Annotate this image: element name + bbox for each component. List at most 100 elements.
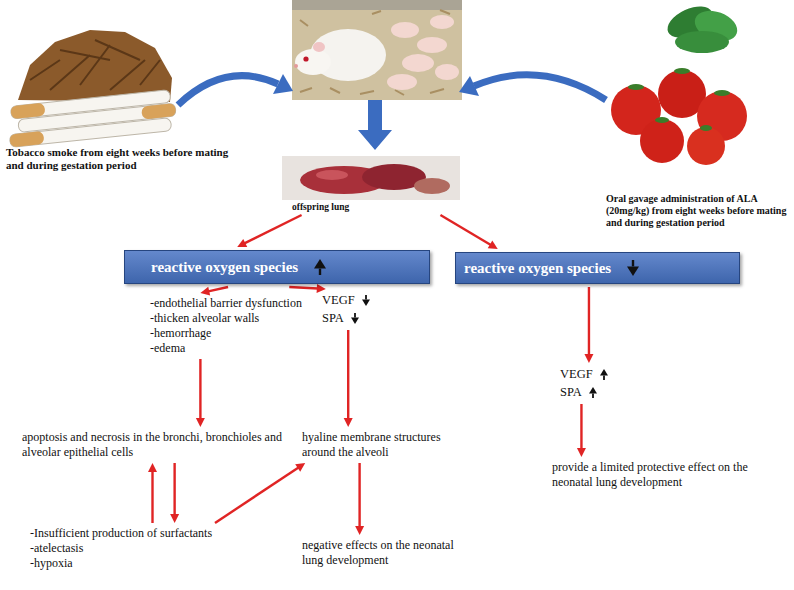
trend-arrow: [351, 312, 359, 325]
arrow-head: [196, 418, 205, 427]
arrow-shaft: [365, 295, 367, 300]
arrow-line: [151, 471, 153, 523]
stem: [700, 125, 712, 131]
arrow-head: [589, 387, 597, 393]
node-text: apoptosis and necrosis in the bronchi, b…: [22, 430, 297, 460]
trend-arrow: [362, 294, 370, 307]
trend-arrow: [589, 386, 597, 399]
node-text: -hemorrhage: [150, 326, 318, 341]
flow-arrow: [577, 404, 586, 457]
flow-arrow: [344, 330, 353, 427]
marker-list: VEGFSPA: [322, 292, 370, 327]
cigarettes: [6, 89, 177, 147]
arrow-head: [200, 287, 210, 296]
arrow-head: [237, 239, 247, 247]
arrow-head: [459, 76, 479, 96]
tomato-stems: [628, 68, 730, 131]
marker-list: VEGFSPA: [560, 366, 608, 401]
curved-arrow: [178, 76, 278, 105]
tobacco-picture: [6, 30, 177, 147]
marker-name: VEGF: [322, 292, 355, 310]
stem: [674, 68, 690, 74]
arrow-line: [173, 463, 175, 515]
trend-arrow: [627, 259, 639, 277]
arrow-head: [600, 369, 608, 375]
photo-ground: [282, 156, 460, 200]
flow-arrow: [584, 287, 593, 363]
band-text: reactive oxygen species: [464, 260, 611, 277]
arrow-head: [148, 463, 157, 472]
node-text: provide a limited protective effect on t…: [552, 460, 784, 490]
flow-arrow: [148, 463, 157, 523]
rat-nose: [294, 64, 298, 68]
pup: [430, 15, 454, 29]
arrow-shaft: [319, 269, 321, 275]
arrow-line: [347, 330, 349, 419]
marker-row: VEGF: [560, 366, 608, 384]
curved-arrow: [474, 75, 606, 100]
arrow-line: [199, 359, 201, 419]
arrow-line: [440, 215, 490, 245]
outcome-text: provide a limited protective effect on t…: [552, 460, 784, 490]
arrow-head: [295, 463, 305, 472]
arrow-line: [244, 215, 301, 243]
pup: [417, 37, 447, 53]
arrow-head: [627, 266, 639, 276]
effect-list: -endothelial barrier dysfunction-thicken…: [150, 296, 318, 356]
trend-arrow: [600, 368, 608, 381]
cigarette-filter: [141, 103, 176, 119]
node-text: -endothelial barrier dysfunction: [150, 296, 318, 311]
pup: [435, 64, 459, 80]
arrow-line: [358, 463, 360, 527]
caption-text: Oral gavage administration of ALA (20mg/…: [606, 193, 790, 229]
marker-row: VEGF: [322, 292, 370, 310]
arrow-head: [344, 418, 353, 427]
node-text: -atelectasis: [30, 541, 280, 556]
pups: [387, 15, 459, 90]
node-text: -hypoxia: [30, 556, 280, 571]
node-text: negative effects on the neonatal lung de…: [302, 538, 462, 568]
lung-picture: [282, 156, 460, 200]
arrow-shaft: [354, 313, 356, 318]
arrow-head: [314, 259, 326, 269]
band-text: reactive oxygen species: [151, 259, 298, 276]
lung-photo: offspring lung: [282, 156, 460, 212]
ros-band: reactive oxygen species: [124, 250, 430, 284]
arrow-head: [584, 354, 593, 363]
cigarette-filter: [9, 131, 44, 147]
cage-bar: [292, 0, 462, 10]
pup: [402, 54, 434, 72]
arrow-shaft: [603, 376, 605, 381]
arrow-head: [351, 317, 359, 323]
photo-caption: offspring lung: [282, 202, 460, 212]
tissue: [414, 178, 450, 194]
marker-row: SPA: [322, 310, 370, 328]
blue-arrows: [178, 75, 606, 105]
outcome-text: hyaline membrane structures around the a…: [302, 430, 462, 460]
arrow-head: [273, 74, 293, 94]
tomato: [640, 119, 684, 163]
arrow-head: [577, 448, 586, 457]
arrow-head: [355, 526, 364, 535]
flow-arrow: [170, 463, 179, 523]
effect-list: -Insufficient production of surfactants-…: [30, 526, 280, 571]
outcome-text: apoptosis and necrosis in the bronchi, b…: [22, 430, 297, 460]
stem: [655, 117, 669, 123]
flow-arrow: [237, 215, 301, 247]
marker-name: SPA: [560, 384, 582, 402]
marker-name: VEGF: [560, 366, 593, 384]
ros-band: reactive oxygen species: [455, 252, 740, 284]
arrow-line: [289, 287, 318, 289]
rat-ear: [313, 42, 325, 52]
arrow-head: [488, 241, 498, 249]
bedding: [292, 0, 462, 100]
marker-row: SPA: [560, 384, 608, 402]
caption-text: Tobacco smoke from eight weeks before ma…: [6, 146, 248, 172]
node-text: -Insufficient production of surfactants: [30, 526, 280, 541]
arrow-line: [580, 404, 582, 449]
lung-highlight: [316, 170, 348, 180]
rat-head: [295, 49, 331, 75]
